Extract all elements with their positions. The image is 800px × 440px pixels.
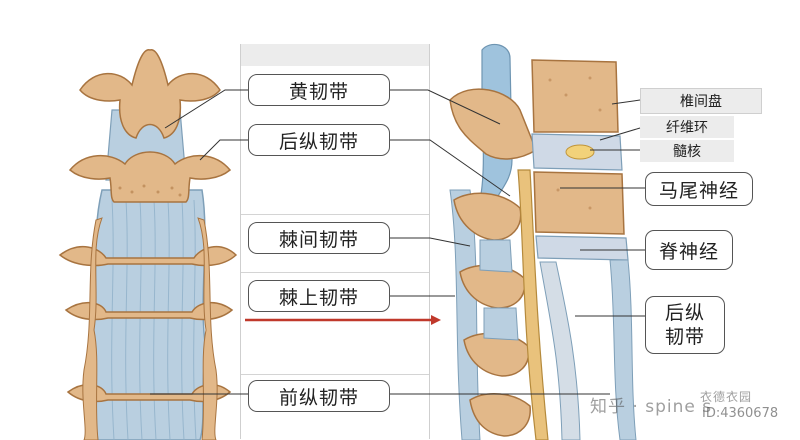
supraspinous-band <box>449 189 481 440</box>
transverse-process-5 <box>66 383 232 403</box>
right-spine-illustration <box>449 43 637 440</box>
label-cauda-equina: 马尾神经 <box>645 172 753 206</box>
posterior-longitudinal-ligament <box>539 261 581 440</box>
watermark-main: 知乎 · spine <box>590 397 696 417</box>
leader-interspinous <box>390 237 471 247</box>
label-spinal-nerve: 脊神经 <box>645 230 733 270</box>
label-line-1: 后纵 <box>664 302 705 324</box>
label-annulus-fibrosus: 纤维环 <box>640 116 734 138</box>
watermark-brand: 衣德衣园 <box>700 390 753 404</box>
leader-annulus <box>599 127 641 141</box>
vertebra-top <box>79 49 221 139</box>
anterior-longitudinal-ligament <box>609 259 637 440</box>
label-nucleus-pulposus: 髓核 <box>640 140 734 162</box>
label-line-2: 韧带 <box>664 326 705 348</box>
transverse-process-3 <box>58 245 238 267</box>
leader-posterior-right <box>390 139 511 197</box>
label-posterior-longitudinal-ligament: 后纵韧带 <box>248 124 390 156</box>
transverse-process-4 <box>64 301 234 321</box>
watermark-id: ID:4360678 <box>702 406 779 421</box>
watermark-suffix: s <box>702 397 713 417</box>
label-anterior-longitudinal-ligament: 前纵韧带 <box>248 380 390 412</box>
watermark-text: 知乎 · spine s <box>590 392 712 417</box>
leader-flavum-left <box>164 89 248 129</box>
spinous-process-1 <box>453 192 522 241</box>
red-arrow <box>245 315 441 325</box>
vertebra-section-top <box>449 88 537 160</box>
vertebra-second <box>68 151 232 203</box>
divider <box>241 214 429 215</box>
label-ligamentum-flavum: 黄韧带 <box>248 74 390 106</box>
cauda-equina <box>517 169 549 440</box>
leader-posterior-left <box>199 139 248 161</box>
leader-disc <box>611 99 641 105</box>
divider <box>241 272 429 273</box>
label-intervertebral-disc: 椎间盘 <box>640 88 762 114</box>
label-interspinous-ligament: 棘间韧带 <box>248 222 390 254</box>
divider <box>241 374 429 375</box>
label-supraspinous-ligament: 棘上韧带 <box>248 280 390 312</box>
leader-flavum-right <box>390 89 501 125</box>
label-posterior-longitudinal-ligament-right: 后纵 韧带 <box>645 296 725 354</box>
panel-header-bar <box>241 44 429 66</box>
vertebral-body-1 <box>531 59 619 133</box>
nucleus-pulposus <box>565 144 595 160</box>
